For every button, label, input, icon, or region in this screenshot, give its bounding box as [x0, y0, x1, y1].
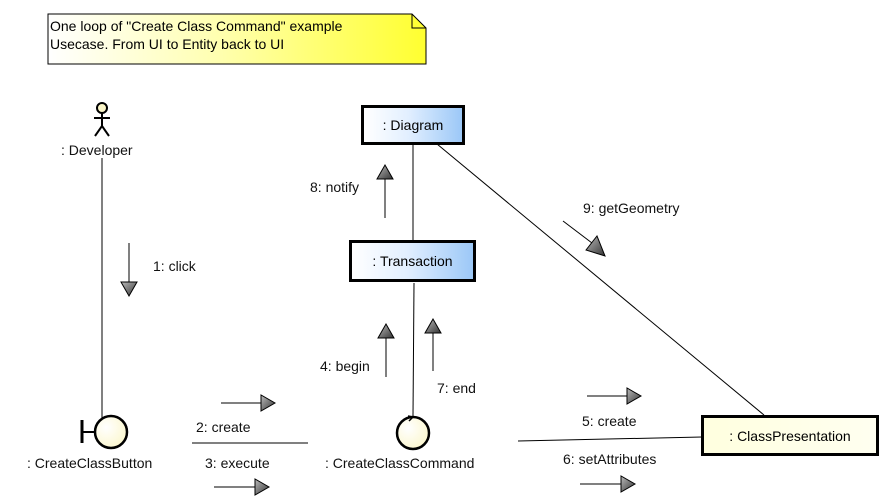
link-diagram-classpresentation: [436, 143, 765, 416]
object-transaction[interactable]: : Transaction: [349, 240, 476, 282]
message-1-label: 1: click: [153, 258, 196, 274]
arrow-2-create: [221, 394, 277, 412]
note-line-1: One loop of "Create Class Command" examp…: [50, 18, 343, 34]
object-transaction-label: : Transaction: [372, 253, 453, 269]
message-7-label: 7: end: [437, 380, 476, 396]
object-classpresentation-label: : ClassPresentation: [729, 427, 851, 444]
object-diagram[interactable]: : Diagram: [361, 105, 465, 145]
arrow-5-create: [587, 387, 643, 405]
note: One loop of "Create Class Command" examp…: [48, 14, 426, 64]
boundary-icon: [80, 414, 129, 450]
object-diagram-label: : Diagram: [382, 117, 444, 133]
arrow-4-begin: [377, 322, 395, 377]
message-3-label: 3: execute: [205, 455, 270, 471]
arrow-3-execute: [214, 478, 271, 496]
note-line-2: Usecase. From UI to Entity back to UI: [50, 36, 285, 52]
arrow-6-setattributes: [580, 475, 637, 493]
message-5-label: 5: create: [582, 413, 637, 429]
arrow-8-notify: [376, 163, 394, 218]
message-6-label: 6: setAttributes: [563, 451, 657, 467]
object-classpresentation[interactable]: : ClassPresentation: [701, 415, 879, 456]
arrow-1-click: [120, 243, 138, 298]
link-transaction-command: [412, 282, 415, 417]
control-createclasscommand-label[interactable]: : CreateClassCommand: [325, 455, 475, 471]
link-command-classpresentation: [517, 436, 703, 442]
note-shape: [47, 13, 427, 65]
message-2-label: 2: create: [196, 419, 251, 435]
message-8-label: 8: notify: [310, 179, 360, 195]
message-9-label: 9: getGeometry: [583, 200, 680, 216]
boundary-createclassbutton-label[interactable]: : CreateClassButton: [27, 455, 153, 471]
actor-developer-label[interactable]: : Developer: [61, 142, 133, 158]
arrow-7-end: [424, 317, 442, 371]
actor-icon: [94, 102, 110, 137]
message-4-label: 4: begin: [320, 358, 370, 374]
control-icon: [395, 415, 431, 451]
arrow-9-getgeometry: [562, 220, 606, 257]
